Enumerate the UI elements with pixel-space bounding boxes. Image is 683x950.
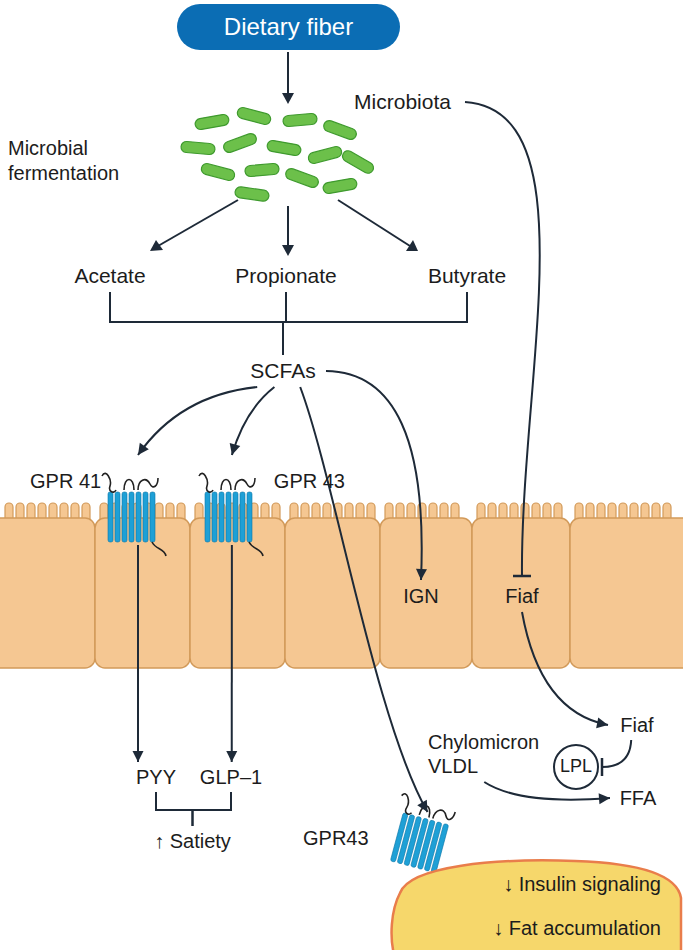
enzyme-circle: LPL xyxy=(553,744,599,790)
connector xyxy=(156,792,193,826)
node-text: Chylomicron VLDL xyxy=(428,730,553,778)
bacteria xyxy=(181,106,376,202)
node-text: PYY xyxy=(136,765,176,789)
node-text: GPR 43 xyxy=(274,469,345,493)
node-text: GLP–1 xyxy=(200,765,262,789)
receptor-label: GPR43 xyxy=(303,812,453,858)
node-text: LPL xyxy=(560,756,592,778)
source-pill: Dietary fiber xyxy=(177,4,400,50)
effect-label: ↑ Satiety xyxy=(135,826,250,856)
connector xyxy=(283,292,467,355)
lipoprotein-label: Chylomicron VLDL xyxy=(428,726,553,782)
cell-label: Fiaf xyxy=(492,580,552,612)
connector xyxy=(110,292,283,355)
node-text: Microbiota xyxy=(354,89,451,114)
node-text: IGN xyxy=(403,584,439,608)
receptors xyxy=(102,473,464,889)
hormone-label: GLP–1 xyxy=(195,762,267,792)
receptor-label: GPR 41 xyxy=(30,455,165,545)
connector xyxy=(602,740,631,776)
connector xyxy=(465,102,540,576)
microbiota-text: Microbiota xyxy=(340,88,465,116)
connector xyxy=(522,612,608,728)
protein-label: Fiaf xyxy=(608,710,666,740)
cell-label: IGN xyxy=(392,580,450,612)
process-label: Microbial fermentation xyxy=(8,136,183,186)
connector xyxy=(133,545,144,762)
node-text: ↓ Insulin signaling xyxy=(503,872,661,896)
scfa-text: Acetate xyxy=(52,260,168,292)
node-text: Fiaf xyxy=(505,584,538,608)
node-text: ↓ Fat accumulation xyxy=(493,916,661,940)
node-text: GPR43 xyxy=(303,826,369,850)
scfa-text: Propionate xyxy=(220,260,352,292)
connector xyxy=(484,782,610,804)
node-text: Acetate xyxy=(74,263,145,288)
connector xyxy=(230,387,275,455)
node-text: GPR 41 xyxy=(30,469,101,493)
node-text: FFA xyxy=(620,786,657,810)
adipocyte-cell: ↓ Insulin signaling ↓ Fat accumulation xyxy=(385,858,683,950)
receptor-label: GPR 43 xyxy=(200,455,345,545)
node-text: Fiaf xyxy=(620,713,653,737)
connector xyxy=(226,545,237,762)
arrow-heads xyxy=(150,93,418,256)
scfa-group: SCFAs xyxy=(240,355,326,387)
connector xyxy=(138,387,257,455)
node-text: ↑ Satiety xyxy=(154,829,231,853)
node-text: Butyrate xyxy=(428,263,506,288)
hormone-label: PYY xyxy=(125,762,187,792)
node-text: Propionate xyxy=(235,263,337,288)
product-label: FFA xyxy=(610,784,666,812)
epithelium xyxy=(0,503,683,668)
scfa-text: Butyrate xyxy=(415,260,519,292)
node-text: SCFAs xyxy=(250,358,315,383)
node-text: Dietary fiber xyxy=(224,13,353,42)
flow-arrows xyxy=(158,52,410,248)
connector xyxy=(193,792,232,826)
